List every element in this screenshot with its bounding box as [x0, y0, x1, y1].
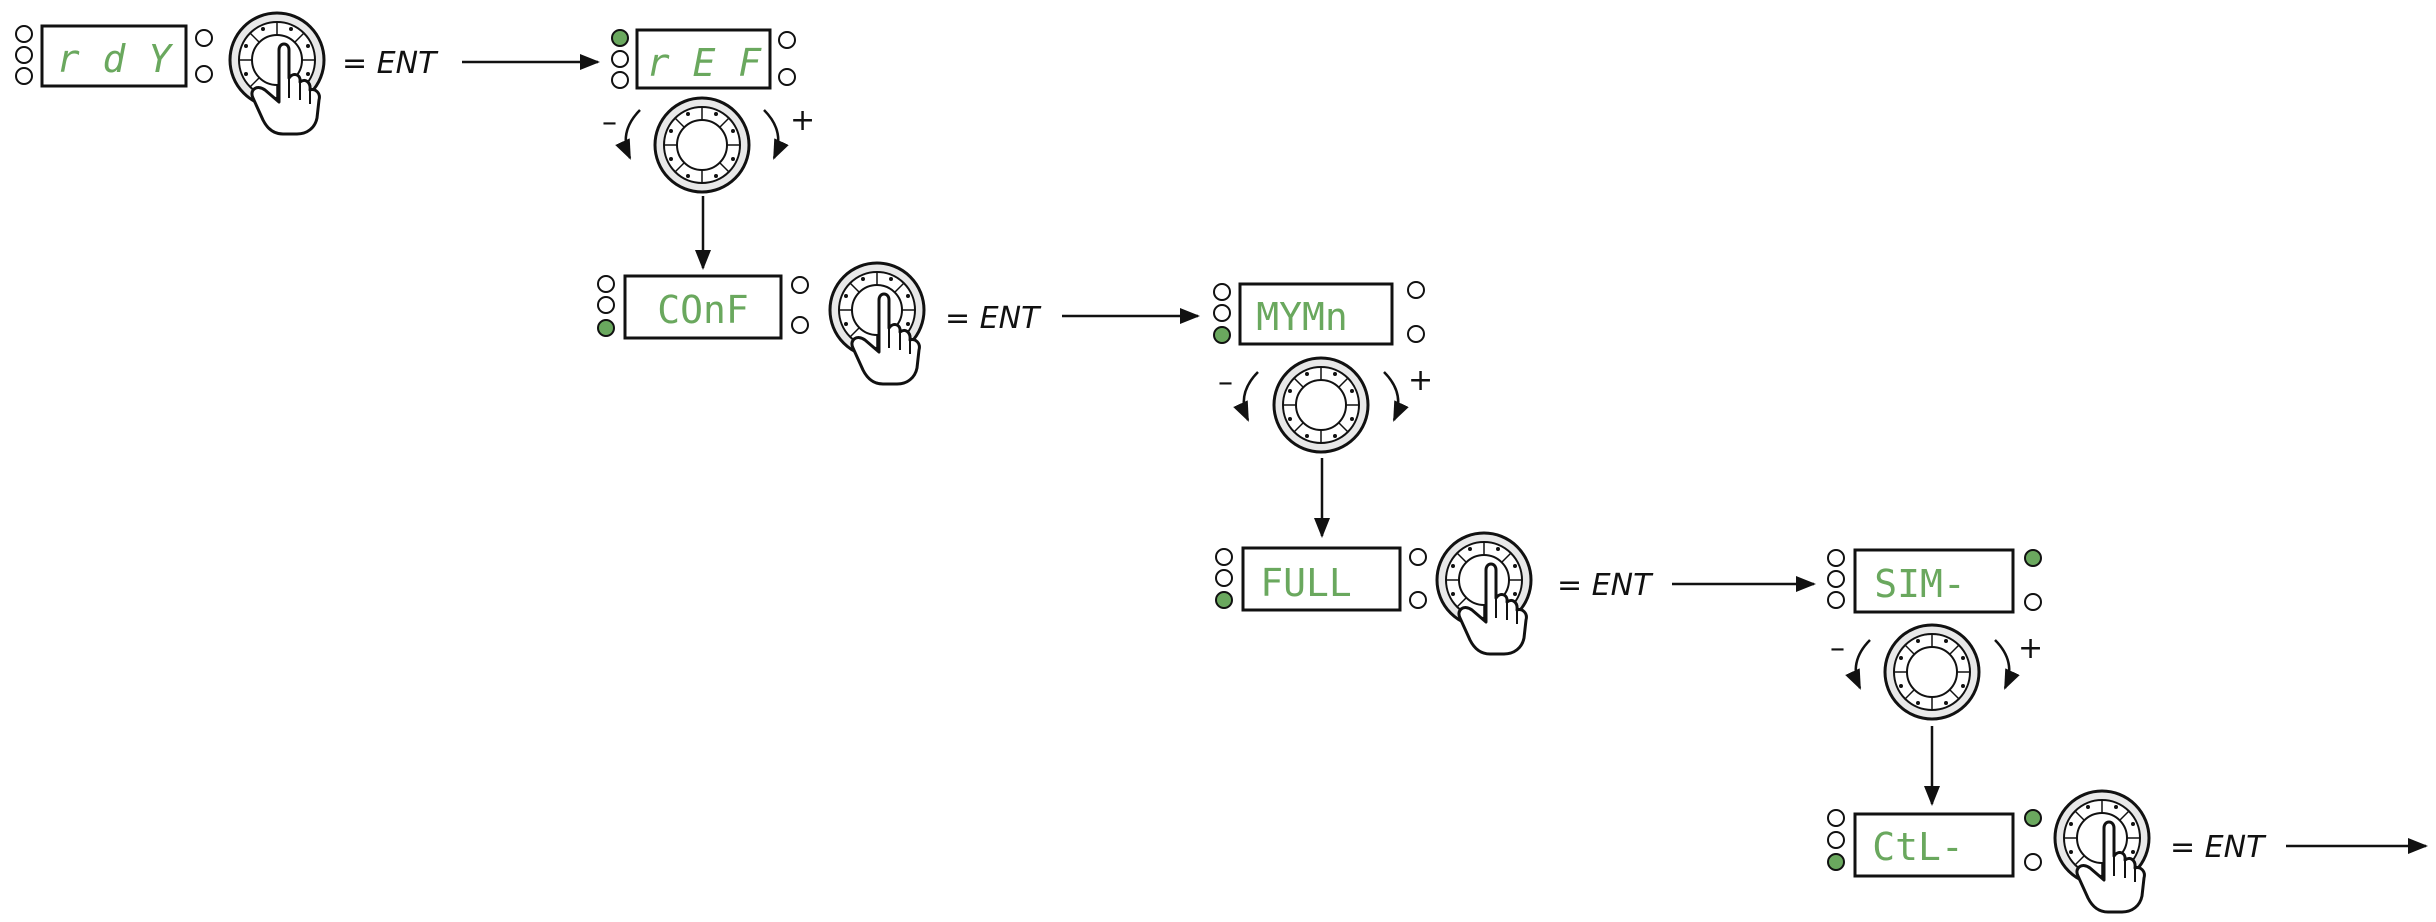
led-icon — [1215, 591, 1233, 609]
jog-dial-rotate-icon[interactable] — [1272, 356, 1370, 454]
action-label: = ENT — [1557, 568, 1654, 603]
step-ref: r E F – + — [602, 28, 815, 270]
step-sim: SIM- – + — [1827, 548, 2043, 806]
plus-sign: + — [790, 103, 815, 138]
minus-sign: – — [602, 105, 617, 140]
led-icon — [2024, 809, 2042, 827]
step-mymn: MYMn – + — [1213, 281, 1433, 538]
led-icon — [195, 65, 213, 83]
led-icon — [1409, 591, 1427, 609]
led-icon — [15, 67, 33, 85]
led-icon — [195, 29, 213, 47]
led-icon — [1407, 325, 1425, 343]
action-label: = ENT — [945, 301, 1042, 336]
led-icon — [791, 316, 809, 334]
led-icon — [1215, 548, 1233, 566]
display-panel — [1853, 812, 2015, 878]
led-icon — [2024, 853, 2042, 871]
led-icon — [597, 296, 615, 314]
rotate-left-arrow — [1845, 639, 1871, 690]
step-conf: COnF = ENT — [597, 261, 1200, 386]
led-icon — [1213, 326, 1231, 344]
led-icon — [15, 46, 33, 64]
led-icon — [2024, 549, 2042, 567]
display-panel — [40, 24, 188, 88]
led-icon — [1827, 831, 1845, 849]
display-text: SIM- — [1874, 562, 1966, 606]
jog-dial-press-icon[interactable] — [228, 11, 326, 136]
jog-dial-press-icon[interactable] — [2053, 789, 2151, 914]
display-text: r d Y — [57, 37, 175, 81]
rotate-left-arrow — [615, 109, 641, 160]
rotate-left-arrow — [1233, 371, 1259, 422]
led-icon — [1827, 549, 1845, 567]
jog-dial-press-icon[interactable] — [828, 261, 926, 386]
action-label: = ENT — [2170, 830, 2267, 865]
action-label: = ENT — [342, 46, 439, 81]
display-text: CtL- — [1872, 825, 1964, 869]
led-icon — [1215, 569, 1233, 587]
led-icon — [611, 29, 629, 47]
led-icon — [611, 50, 629, 68]
led-icon — [1827, 570, 1845, 588]
minus-sign: – — [1830, 631, 1845, 666]
jog-dial-press-icon[interactable] — [1435, 531, 1533, 656]
display-text: r E F — [647, 41, 763, 85]
led-icon — [778, 68, 796, 86]
led-icon — [791, 276, 809, 294]
display-text: MYMn — [1256, 295, 1348, 339]
display-panel — [1241, 546, 1402, 612]
led-icon — [778, 31, 796, 49]
led-icon — [1827, 809, 1845, 827]
display-panel — [635, 28, 772, 90]
jog-dial-rotate-icon[interactable] — [653, 96, 751, 194]
led-icon — [611, 71, 629, 89]
display-text: FULL — [1260, 561, 1352, 605]
led-icon — [1213, 304, 1231, 322]
jog-dial-rotate-icon[interactable] — [1883, 623, 1981, 721]
led-icon — [1213, 283, 1231, 301]
led-icon — [597, 275, 615, 293]
display-text: COnF — [657, 288, 749, 332]
plus-sign: + — [1408, 363, 1433, 398]
minus-sign: – — [1218, 365, 1233, 400]
led-icon — [1409, 548, 1427, 566]
led-icon — [1827, 853, 1845, 871]
led-icon — [1827, 591, 1845, 609]
rotate-right-arrow — [763, 109, 789, 160]
display-panel — [1853, 548, 2015, 614]
display-panel — [1238, 282, 1394, 346]
led-icon — [597, 319, 615, 337]
led-icon — [15, 25, 33, 43]
rotate-right-arrow — [1994, 639, 2020, 690]
step-full: FULL = ENT — [1215, 531, 1816, 656]
step-rdy: r d Y = ENT — [15, 11, 600, 136]
display-panel — [623, 274, 783, 340]
plus-sign: + — [2018, 631, 2043, 666]
led-icon — [1407, 281, 1425, 299]
step-ctl: CtL- = ENT — [1827, 789, 2428, 914]
led-icon — [2024, 593, 2042, 611]
rotate-right-arrow — [1383, 371, 1409, 422]
